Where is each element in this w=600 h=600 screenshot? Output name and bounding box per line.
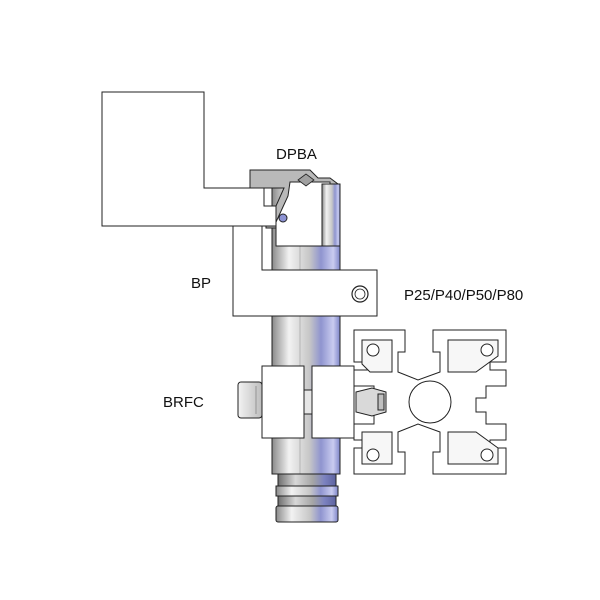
- aluminium-profile: [353, 329, 507, 475]
- label-profile: P25/P40/P50/P80: [404, 287, 523, 304]
- flag-panel: [101, 91, 277, 227]
- brfc-fixing-clamp: [237, 365, 355, 439]
- bp-bracket-plate: [232, 225, 378, 317]
- label-bp: BP: [191, 275, 211, 292]
- label-brfc: BRFC: [163, 394, 204, 411]
- dpba-clamp-head: [249, 169, 341, 247]
- label-dpba: DPBA: [276, 146, 317, 163]
- cylinder-bottom-end: [275, 473, 339, 523]
- pivot-pin: [278, 213, 288, 223]
